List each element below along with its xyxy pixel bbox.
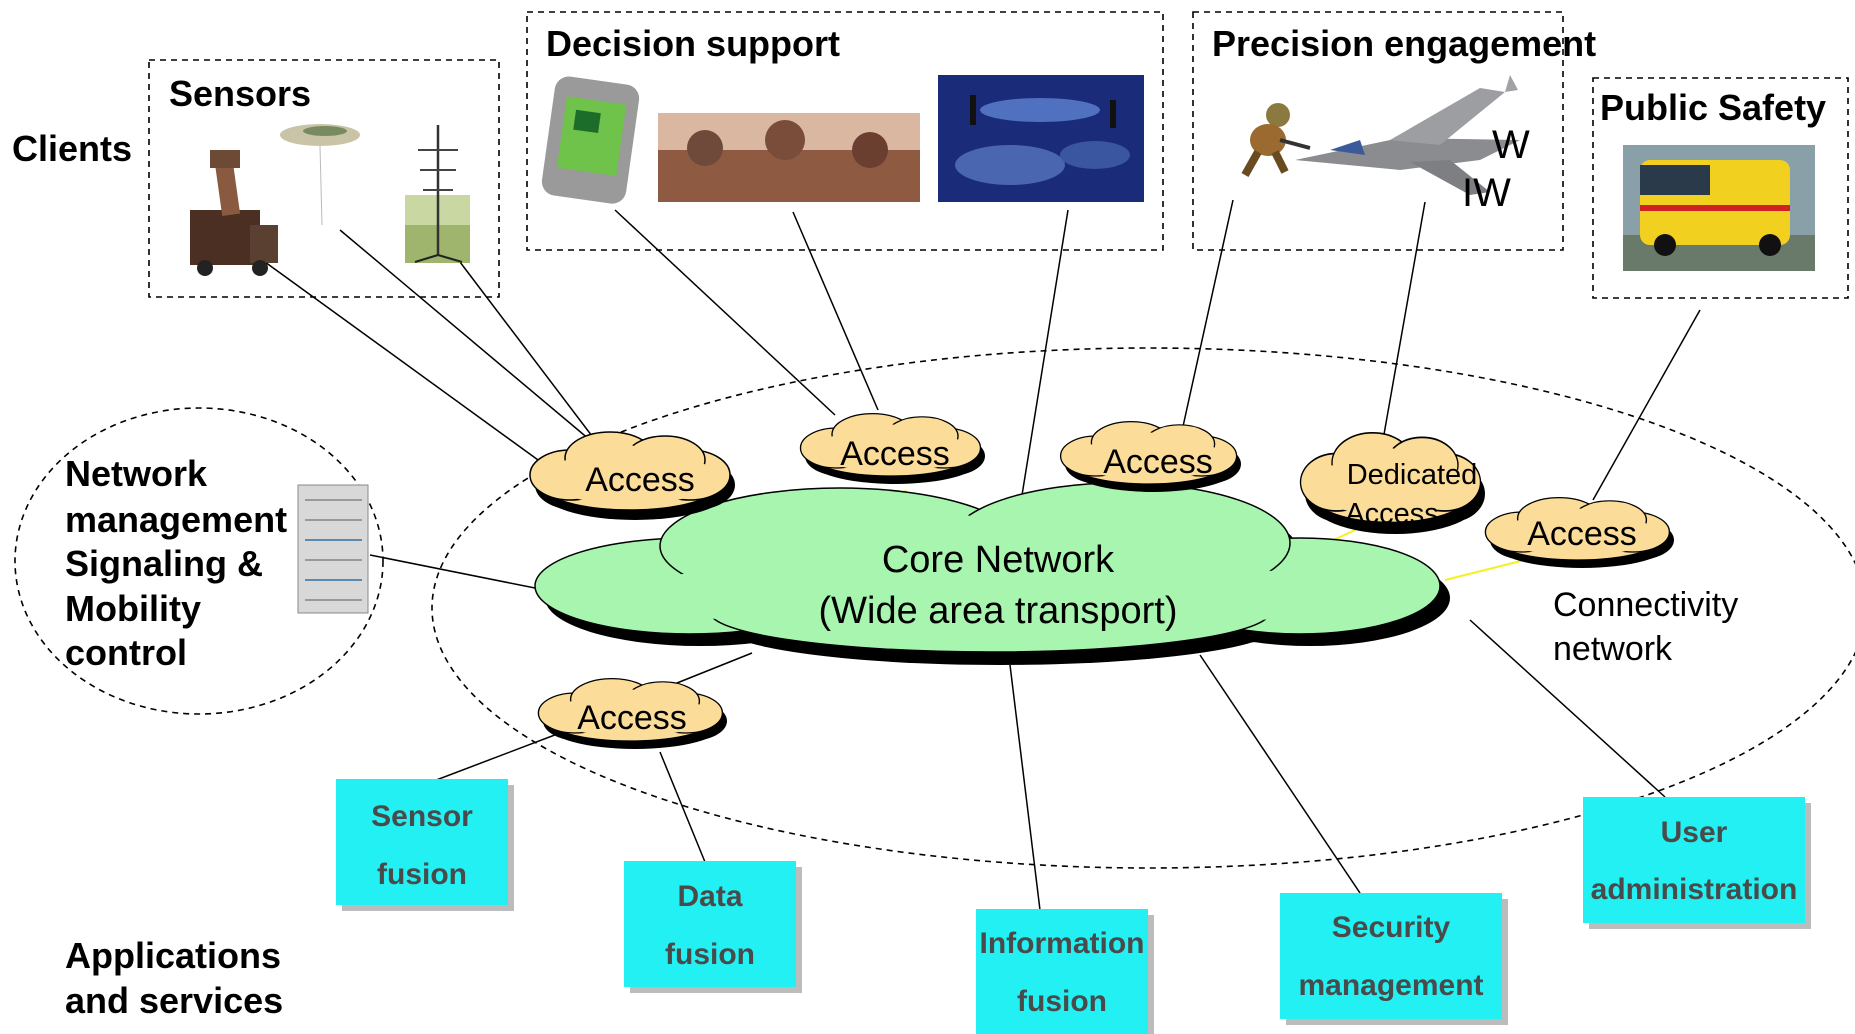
soldier-image	[1241, 103, 1311, 177]
server-rack-image	[297, 484, 369, 614]
decision-support-heading: Decision support	[546, 23, 840, 64]
fighter-jet-image	[1295, 75, 1520, 195]
access-label-5: Access	[577, 699, 687, 737]
user-administration-line2: administration	[1591, 873, 1798, 906]
access-label-1: Access	[585, 461, 695, 499]
data-fusion-line2: fusion	[665, 938, 755, 971]
core-network-subtitle: (Wide area transport)	[818, 590, 1177, 632]
information-fusion-box: Information fusion	[976, 909, 1154, 1034]
sensors-heading: Sensors	[169, 73, 311, 114]
sensor-fusion-line2: fusion	[377, 858, 467, 891]
security-management-line1: Security	[1332, 911, 1451, 944]
connectivity-network-label-line2: network	[1553, 630, 1673, 668]
network-management-boundary	[14, 407, 384, 715]
security-management-box: Security management	[1280, 893, 1508, 1025]
access-label-3: Access	[1103, 443, 1213, 481]
connectivity-network-label-line1: Connectivity	[1553, 586, 1738, 624]
core-network-cloud	[534, 482, 1450, 665]
connection-lines	[264, 199, 1701, 911]
applications-label-line1: Applications	[65, 935, 281, 976]
data-fusion-box: Data fusion	[624, 861, 802, 993]
iw-label-top: W	[1492, 123, 1530, 167]
network-management-label-line2: management	[65, 499, 287, 540]
data-fusion-line1: Data	[677, 880, 742, 913]
information-fusion-line1: Information	[980, 927, 1145, 960]
dedicated-label-line1: Dedicated	[1347, 459, 1478, 491]
dedicated-label-line2: Access	[1345, 498, 1438, 530]
network-management-label-line3: Signaling &	[65, 543, 263, 584]
network-management-label-line1: Network	[65, 453, 208, 494]
public-safety-heading: Public Safety	[1600, 87, 1826, 128]
uav-image	[280, 124, 360, 226]
user-administration-box: User administration	[1583, 797, 1811, 929]
antenna-mast-image	[405, 125, 470, 263]
clients-heading: Clients	[12, 128, 132, 169]
core-network-title: Core Network	[882, 539, 1115, 581]
decision-support-box	[526, 11, 1164, 251]
access-label-2: Access	[840, 435, 950, 473]
precision-engagement-box	[1192, 11, 1564, 251]
radar-truck-image	[190, 150, 278, 276]
iw-label-bottom: IW	[1462, 171, 1511, 215]
network-management-label-line5: control	[65, 632, 187, 673]
network-management-label-line4: Mobility	[65, 588, 201, 629]
information-fusion-line2: fusion	[1017, 985, 1107, 1018]
user-administration-line1: User	[1661, 816, 1728, 849]
applications-label-line2: and services	[65, 980, 283, 1021]
access-label-4: Access	[1527, 515, 1637, 553]
soldiers-image	[658, 113, 920, 202]
connectivity-network-boundary	[431, 347, 1855, 869]
public-safety-box	[1592, 77, 1849, 299]
ambulance-image	[1623, 145, 1815, 271]
precision-engagement-heading: Precision engagement	[1212, 23, 1596, 64]
security-management-line2: management	[1298, 969, 1483, 1002]
sensors-box	[148, 59, 500, 298]
pda-image	[541, 76, 640, 204]
command-center-image	[938, 75, 1144, 202]
sensor-fusion-line1: Sensor	[371, 800, 473, 833]
sensor-fusion-box: Sensor fusion	[336, 779, 514, 911]
